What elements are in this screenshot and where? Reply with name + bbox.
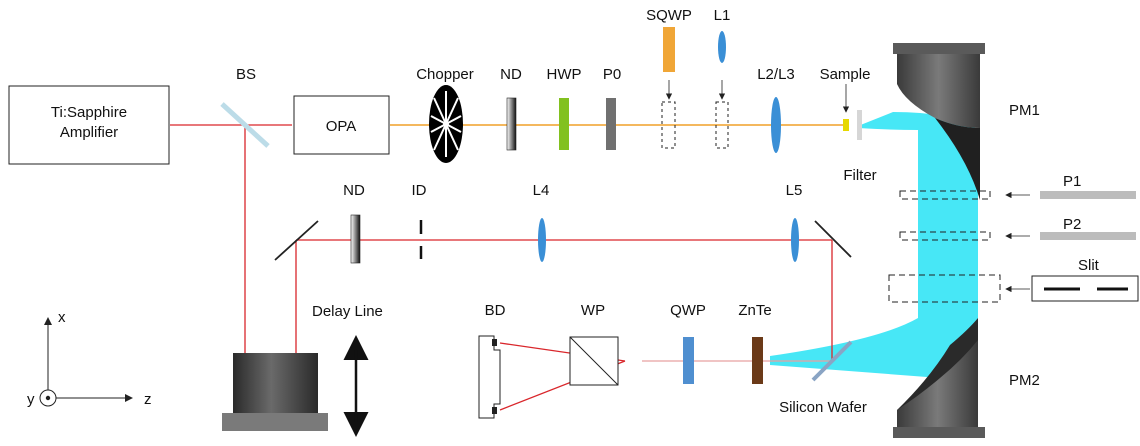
- p1-label: P1: [1063, 173, 1081, 190]
- axis-y-label: y: [27, 391, 35, 408]
- filter-label: Filter: [843, 167, 876, 184]
- nd-filter-pump: [506, 97, 517, 151]
- chopper-label: Chopper: [416, 66, 474, 83]
- znte-crystal: [752, 337, 763, 384]
- nd-pump-label: ND: [500, 66, 522, 83]
- filter-plate: [857, 110, 862, 140]
- qwp-label: QWP: [670, 302, 706, 319]
- thz-beam: [770, 112, 978, 378]
- lens-l5: [791, 218, 799, 262]
- p1-insert: [899, 190, 1136, 200]
- axis-z-label: z: [144, 391, 152, 408]
- sample: [843, 119, 849, 131]
- lens-l1: [718, 31, 726, 63]
- axis-x-label: x: [58, 309, 66, 326]
- l1-label: L1: [714, 7, 731, 24]
- pm2-label: PM2: [1009, 372, 1040, 389]
- silicon-wafer-label: Silicon Wafer: [779, 399, 867, 416]
- sqwp-plate: [663, 27, 675, 72]
- sample-label: Sample: [820, 66, 871, 83]
- laser-beam-red: [170, 124, 833, 411]
- probe-mirror-right: [814, 220, 852, 258]
- slit-insert: [888, 274, 1139, 303]
- l1-slot: [715, 101, 729, 149]
- opa-box: OPA: [293, 95, 390, 155]
- znte-label: ZnTe: [738, 302, 771, 319]
- p0-label: P0: [603, 66, 621, 83]
- l5-label: L5: [786, 182, 803, 199]
- bs-label: BS: [236, 66, 256, 83]
- polarizer-p0: [606, 98, 616, 150]
- amplifier-label-line1: Ti:Sapphire: [51, 104, 127, 121]
- nd-probe-label: ND: [343, 182, 365, 199]
- opa-label: OPA: [326, 118, 357, 135]
- quarter-wave-plate: [683, 337, 694, 384]
- half-wave-plate: [559, 98, 569, 150]
- ti-sapphire-amplifier: Ti:Sapphire Amplifier: [8, 85, 170, 165]
- coordinate-axes: [39, 317, 133, 407]
- parabolic-mirror-pm1: [893, 43, 985, 200]
- nd-filter-probe: [350, 214, 361, 264]
- balanced-detector: [478, 335, 501, 419]
- sqwp-slot: [661, 101, 676, 149]
- bd-label: BD: [485, 302, 506, 319]
- p2-label: P2: [1063, 216, 1081, 233]
- delay-line-label: Delay Line: [312, 303, 383, 320]
- l4-label: L4: [533, 182, 550, 199]
- parabolic-mirror-pm2: [893, 318, 985, 438]
- beam-splitter: [220, 102, 270, 148]
- id-label: ID: [412, 182, 427, 199]
- p2-insert: [899, 231, 1136, 241]
- lens-l4: [538, 218, 546, 262]
- delay-line-stage: [222, 353, 328, 431]
- wollaston-prism: [569, 336, 619, 386]
- chopper-wheel: [429, 85, 463, 163]
- wp-label: WP: [581, 302, 605, 319]
- hwp-label: HWP: [547, 66, 582, 83]
- silicon-wafer: [811, 340, 853, 382]
- pm1-label: PM1: [1009, 102, 1040, 119]
- sqwp-label: SQWP: [646, 7, 692, 24]
- probe-mirror-left: [274, 220, 319, 261]
- lens-l2-l3: [771, 97, 781, 153]
- slit-label: Slit: [1078, 257, 1100, 274]
- l2-l3-label: L2/L3: [757, 66, 795, 83]
- amplifier-label-line2: Amplifier: [60, 124, 118, 141]
